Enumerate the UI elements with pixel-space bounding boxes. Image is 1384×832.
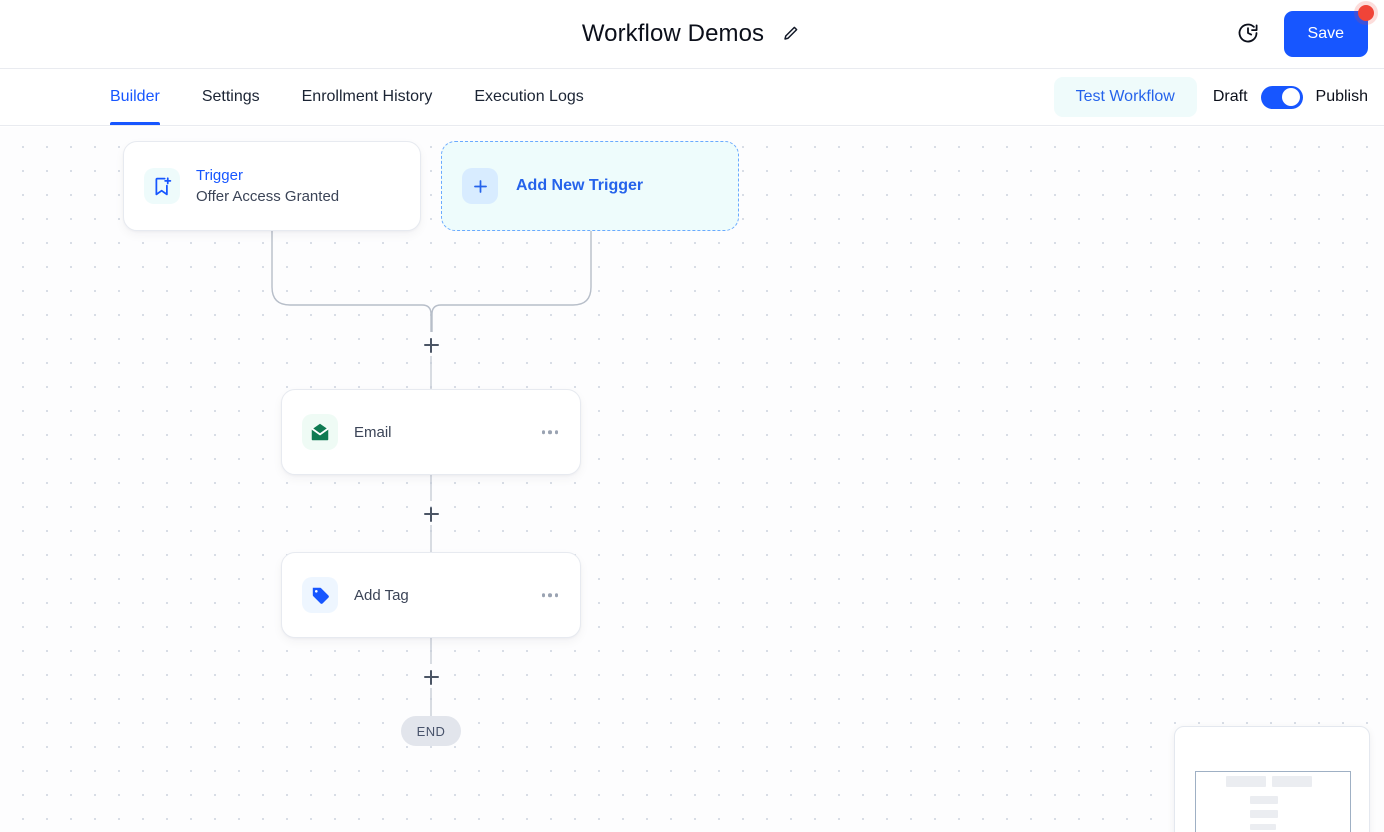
plus-icon — [462, 168, 498, 204]
tab-execution-logs-label: Execution Logs — [474, 88, 584, 105]
minimap-node — [1250, 810, 1278, 818]
add-step-button-2[interactable] — [420, 503, 442, 525]
minimap-viewport[interactable] — [1195, 771, 1351, 832]
minimap-node — [1250, 796, 1278, 804]
unsaved-changes-indicator — [1358, 5, 1374, 21]
page-title: Workflow Demos — [581, 20, 765, 47]
add-step-button-1[interactable] — [420, 334, 442, 356]
top-header-bar: Workflow Demos — [0, 0, 1384, 69]
node-add-tag-more-horizontal-icon[interactable] — [536, 587, 565, 603]
draft-label: Draft — [1212, 88, 1248, 105]
node-add-new-trigger[interactable]: Add New Trigger — [441, 141, 739, 231]
bookmark-plus-icon — [144, 168, 180, 204]
node-add-tag[interactable]: Add Tag — [281, 552, 581, 638]
envelope-icon — [302, 414, 338, 450]
clock-history-icon — [1236, 21, 1260, 48]
add-step-button-3[interactable] — [420, 666, 442, 688]
publish-toggle[interactable] — [1260, 85, 1303, 109]
test-workflow-label: Test Workflow — [1075, 88, 1175, 105]
version-history-button[interactable] — [1234, 20, 1262, 48]
tab-builder[interactable]: Builder — [110, 69, 181, 125]
node-add-new-trigger-label: Add New Trigger — [516, 177, 644, 194]
minimap-node — [1250, 824, 1276, 830]
end-node: END — [401, 716, 461, 746]
tab-execution-logs[interactable]: Execution Logs — [453, 69, 604, 125]
toggle-knob — [1282, 88, 1301, 106]
publish-toggle-group: Draft Publish — [1212, 85, 1368, 109]
tab-settings-label: Settings — [201, 88, 260, 105]
pencil-icon — [782, 24, 800, 45]
node-email-label: Email — [354, 423, 392, 441]
save-button-label: Save — [1307, 25, 1344, 42]
node-trigger-text: Trigger Offer Access Granted — [196, 165, 339, 208]
test-workflow-button[interactable]: Test Workflow — [1053, 77, 1197, 117]
header-actions: Save — [1234, 0, 1374, 68]
node-trigger[interactable]: Trigger Offer Access Granted — [123, 141, 421, 231]
connector-edges — [271, 231, 592, 716]
workflow-title-group: Workflow Demos — [0, 0, 1384, 68]
node-add-tag-label: Add Tag — [354, 586, 409, 604]
tab-enrollment-history-label: Enrollment History — [301, 88, 433, 105]
tab-settings[interactable]: Settings — [181, 69, 281, 125]
node-email[interactable]: Email — [281, 389, 581, 475]
node-trigger-kicker: Trigger — [196, 166, 243, 184]
minimap-node — [1226, 776, 1266, 787]
tab-bar: Builder Settings Enrollment History Exec… — [0, 69, 1384, 126]
save-button[interactable]: Save — [1283, 5, 1374, 57]
minimap-node — [1272, 776, 1312, 787]
tab-enrollment-history[interactable]: Enrollment History — [281, 69, 454, 125]
edit-title-button[interactable] — [780, 23, 802, 45]
tab-builder-label: Builder — [110, 88, 160, 105]
tag-icon — [302, 577, 338, 613]
workflow-canvas[interactable]: Trigger Offer Access Granted Add New Tri… — [0, 127, 1384, 832]
canvas-minimap[interactable] — [1174, 726, 1370, 832]
node-email-more-horizontal-icon[interactable] — [536, 424, 565, 440]
tab-bar-actions: Test Workflow Draft Publish — [1053, 69, 1368, 125]
node-trigger-subtitle: Offer Access Granted — [196, 187, 340, 205]
publish-label: Publish — [1315, 88, 1368, 105]
tab-list: Builder Settings Enrollment History Exec… — [110, 69, 605, 125]
